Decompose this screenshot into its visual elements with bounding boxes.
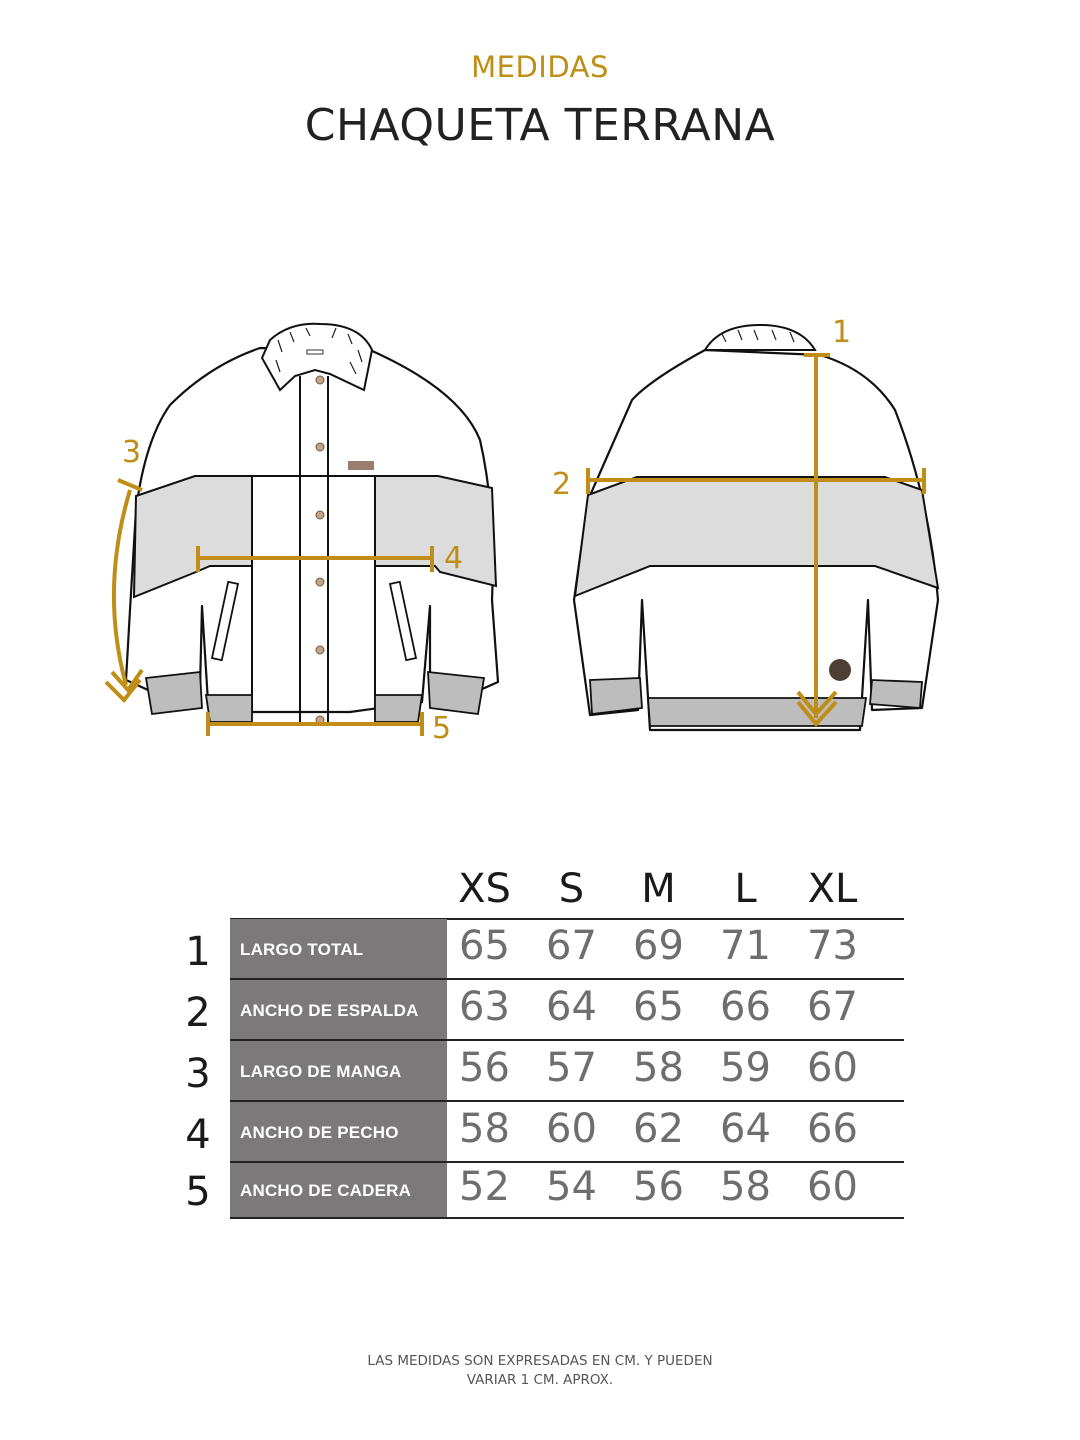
cell-value: 56 bbox=[633, 1164, 684, 1210]
marker-2-label: 2 bbox=[552, 467, 571, 502]
cell-value: 56 bbox=[459, 1045, 510, 1091]
footnote-line-1: LAS MEDIDAS SON EXPRESADAS EN CM. Y PUED… bbox=[367, 1353, 713, 1369]
cell-value: 62 bbox=[633, 1106, 684, 1152]
marker-1-label: 1 bbox=[832, 315, 851, 350]
section-subtitle: MEDIDAS bbox=[471, 50, 609, 84]
table-divider bbox=[230, 1161, 904, 1163]
cell-value: 71 bbox=[720, 923, 771, 969]
size-header-xl: XL bbox=[807, 866, 858, 912]
table-divider bbox=[230, 918, 904, 920]
logo-badge-icon bbox=[829, 659, 851, 681]
cell-value: 58 bbox=[720, 1164, 771, 1210]
table-row: 3 LARGO DE MANGA 56 57 58 59 60 bbox=[180, 1041, 904, 1102]
size-header-xs: XS bbox=[458, 866, 511, 912]
cell-value: 60 bbox=[546, 1106, 597, 1152]
row-label: LARGO DE MANGA bbox=[230, 1041, 447, 1102]
cell-value: 58 bbox=[633, 1045, 684, 1091]
cell-value: 69 bbox=[633, 923, 684, 969]
cell-value: 73 bbox=[807, 923, 858, 969]
size-header-m: M bbox=[641, 866, 676, 912]
footnote-line-2: VARIAR 1 CM. APROX. bbox=[466, 1372, 614, 1388]
row-number: 4 bbox=[185, 1112, 211, 1158]
cell-value: 64 bbox=[546, 984, 597, 1030]
row-number: 1 bbox=[185, 929, 211, 975]
size-header-s: S bbox=[558, 866, 585, 912]
table-row: 4 ANCHO DE PECHO 58 60 62 64 66 bbox=[180, 1102, 904, 1163]
cell-value: 60 bbox=[807, 1045, 858, 1091]
row-label: ANCHO DE PECHO bbox=[230, 1102, 447, 1163]
table-row: 5 ANCHO DE CADERA 52 54 56 58 60 bbox=[180, 1163, 904, 1218]
cell-value: 65 bbox=[459, 923, 510, 969]
cell-value: 52 bbox=[459, 1164, 510, 1210]
row-label: LARGO TOTAL bbox=[230, 919, 447, 980]
row-number: 2 bbox=[185, 990, 211, 1036]
row-label: ANCHO DE CADERA bbox=[230, 1163, 447, 1218]
marker-5-label: 5 bbox=[432, 711, 451, 746]
cell-value: 65 bbox=[633, 984, 684, 1030]
table-divider bbox=[230, 1039, 904, 1041]
row-label: ANCHO DE ESPALDA bbox=[230, 980, 447, 1041]
table-divider bbox=[230, 1217, 904, 1219]
cell-value: 67 bbox=[807, 984, 858, 1030]
cell-value: 58 bbox=[459, 1106, 510, 1152]
jacket-back-illustration: 1 2 bbox=[552, 315, 940, 732]
cell-value: 57 bbox=[546, 1045, 597, 1091]
page-title: CHAQUETA TERRANA bbox=[304, 100, 776, 151]
cell-value: 59 bbox=[720, 1045, 771, 1091]
size-header-l: L bbox=[734, 866, 757, 912]
cell-value: 67 bbox=[546, 923, 597, 969]
cell-value: 63 bbox=[459, 984, 510, 1030]
jacket-front-illustration: 3 4 5 bbox=[104, 322, 500, 746]
footnote: LAS MEDIDAS SON EXPRESADAS EN CM. Y PUED… bbox=[0, 1352, 1080, 1390]
row-number: 5 bbox=[185, 1169, 211, 1215]
table-row: 1 LARGO TOTAL 65 67 69 71 73 bbox=[180, 919, 904, 980]
table-divider bbox=[230, 978, 904, 980]
row-number: 3 bbox=[185, 1051, 211, 1097]
marker-3-label: 3 bbox=[122, 435, 141, 470]
cell-value: 64 bbox=[720, 1106, 771, 1152]
cell-value: 66 bbox=[807, 1106, 858, 1152]
cell-value: 54 bbox=[546, 1164, 597, 1210]
marker-4-label: 4 bbox=[444, 541, 463, 576]
cell-value: 60 bbox=[807, 1164, 858, 1210]
cell-value: 66 bbox=[720, 984, 771, 1030]
table-divider bbox=[230, 1100, 904, 1102]
table-row: 2 ANCHO DE ESPALDA 63 64 65 66 67 bbox=[180, 980, 904, 1041]
